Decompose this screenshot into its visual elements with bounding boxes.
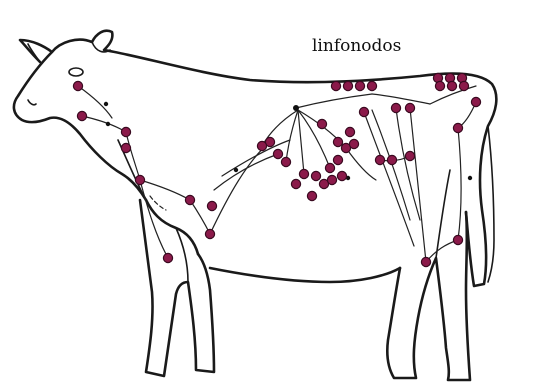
lymph-node <box>453 123 462 132</box>
cow-chest-outline <box>146 200 198 254</box>
junction-dot <box>234 168 238 172</box>
lymph-node <box>121 143 130 152</box>
lymph-node <box>349 139 358 148</box>
lymph-node <box>325 163 334 172</box>
lymph-node <box>459 81 468 90</box>
lymph-node <box>333 155 342 164</box>
lymph-node <box>387 155 396 164</box>
lymph-node <box>337 171 346 180</box>
junction-dot <box>106 122 110 126</box>
vessel-fan-2 <box>298 110 304 174</box>
lymph-node <box>367 81 376 90</box>
lymph-node <box>317 119 326 128</box>
junction-dot <box>293 105 299 111</box>
vessel-mesentery <box>346 148 376 180</box>
cow-tail <box>488 126 494 282</box>
lymph-node <box>307 191 316 200</box>
lymph-node <box>435 81 444 90</box>
lymph-node <box>273 149 282 158</box>
vessel-neck-chain <box>82 116 126 132</box>
lymph-node <box>291 179 300 188</box>
vessel-thoracic-1 <box>210 142 270 234</box>
lymph-vessels <box>78 86 476 262</box>
vessel-chest <box>150 196 166 210</box>
lymph-node <box>405 151 414 160</box>
lymph-node <box>207 201 216 210</box>
lymph-node <box>391 103 400 112</box>
lymph-node <box>447 81 456 90</box>
vessel-shoulder <box>140 180 190 200</box>
lymph-node <box>135 175 144 184</box>
lymph-node <box>311 171 320 180</box>
cow-outline <box>14 31 496 380</box>
cow-muzzle-outline <box>14 52 146 200</box>
lymph-node <box>281 157 290 166</box>
vessel-iliac-4 <box>364 112 414 246</box>
lymph-node <box>121 127 130 136</box>
lymph-node <box>327 175 336 184</box>
cow-foreleg-outline <box>140 200 214 376</box>
cow-eye <box>69 68 83 76</box>
vessel-thoracic-2 <box>214 154 278 190</box>
lymph-node <box>73 81 82 90</box>
lymph-node <box>331 81 340 90</box>
lymph-node <box>299 169 308 178</box>
lymph-node <box>375 155 384 164</box>
lymph-node <box>359 107 368 116</box>
vessel-lumbar <box>372 94 430 104</box>
vessel-iliac-2 <box>410 108 426 262</box>
lymph-node <box>205 229 214 238</box>
vessel-cisterna <box>296 94 372 108</box>
lymph-node <box>355 81 364 90</box>
lymph-node <box>405 103 414 112</box>
junction-dot <box>104 102 108 106</box>
diagram-label: linfonodos <box>312 36 401 56</box>
cow-belly-outline <box>210 268 400 282</box>
lymph-node <box>453 235 462 244</box>
junction-dot <box>468 176 472 180</box>
vessel-forelimb <box>140 180 168 258</box>
lymph-node <box>185 195 194 204</box>
lymph-node <box>343 81 352 90</box>
lymph-node <box>471 97 480 106</box>
lymph-node <box>345 127 354 136</box>
lymph-node <box>77 111 86 120</box>
lymph-node <box>163 253 172 262</box>
vessel-inguinal <box>426 240 458 262</box>
lymph-node <box>333 137 342 146</box>
lymph-node <box>257 141 266 150</box>
vessel-hindleg <box>458 128 461 240</box>
cow-forelimb-inner <box>176 228 188 282</box>
cow-nostril <box>28 100 36 105</box>
lymph-node <box>421 257 430 266</box>
